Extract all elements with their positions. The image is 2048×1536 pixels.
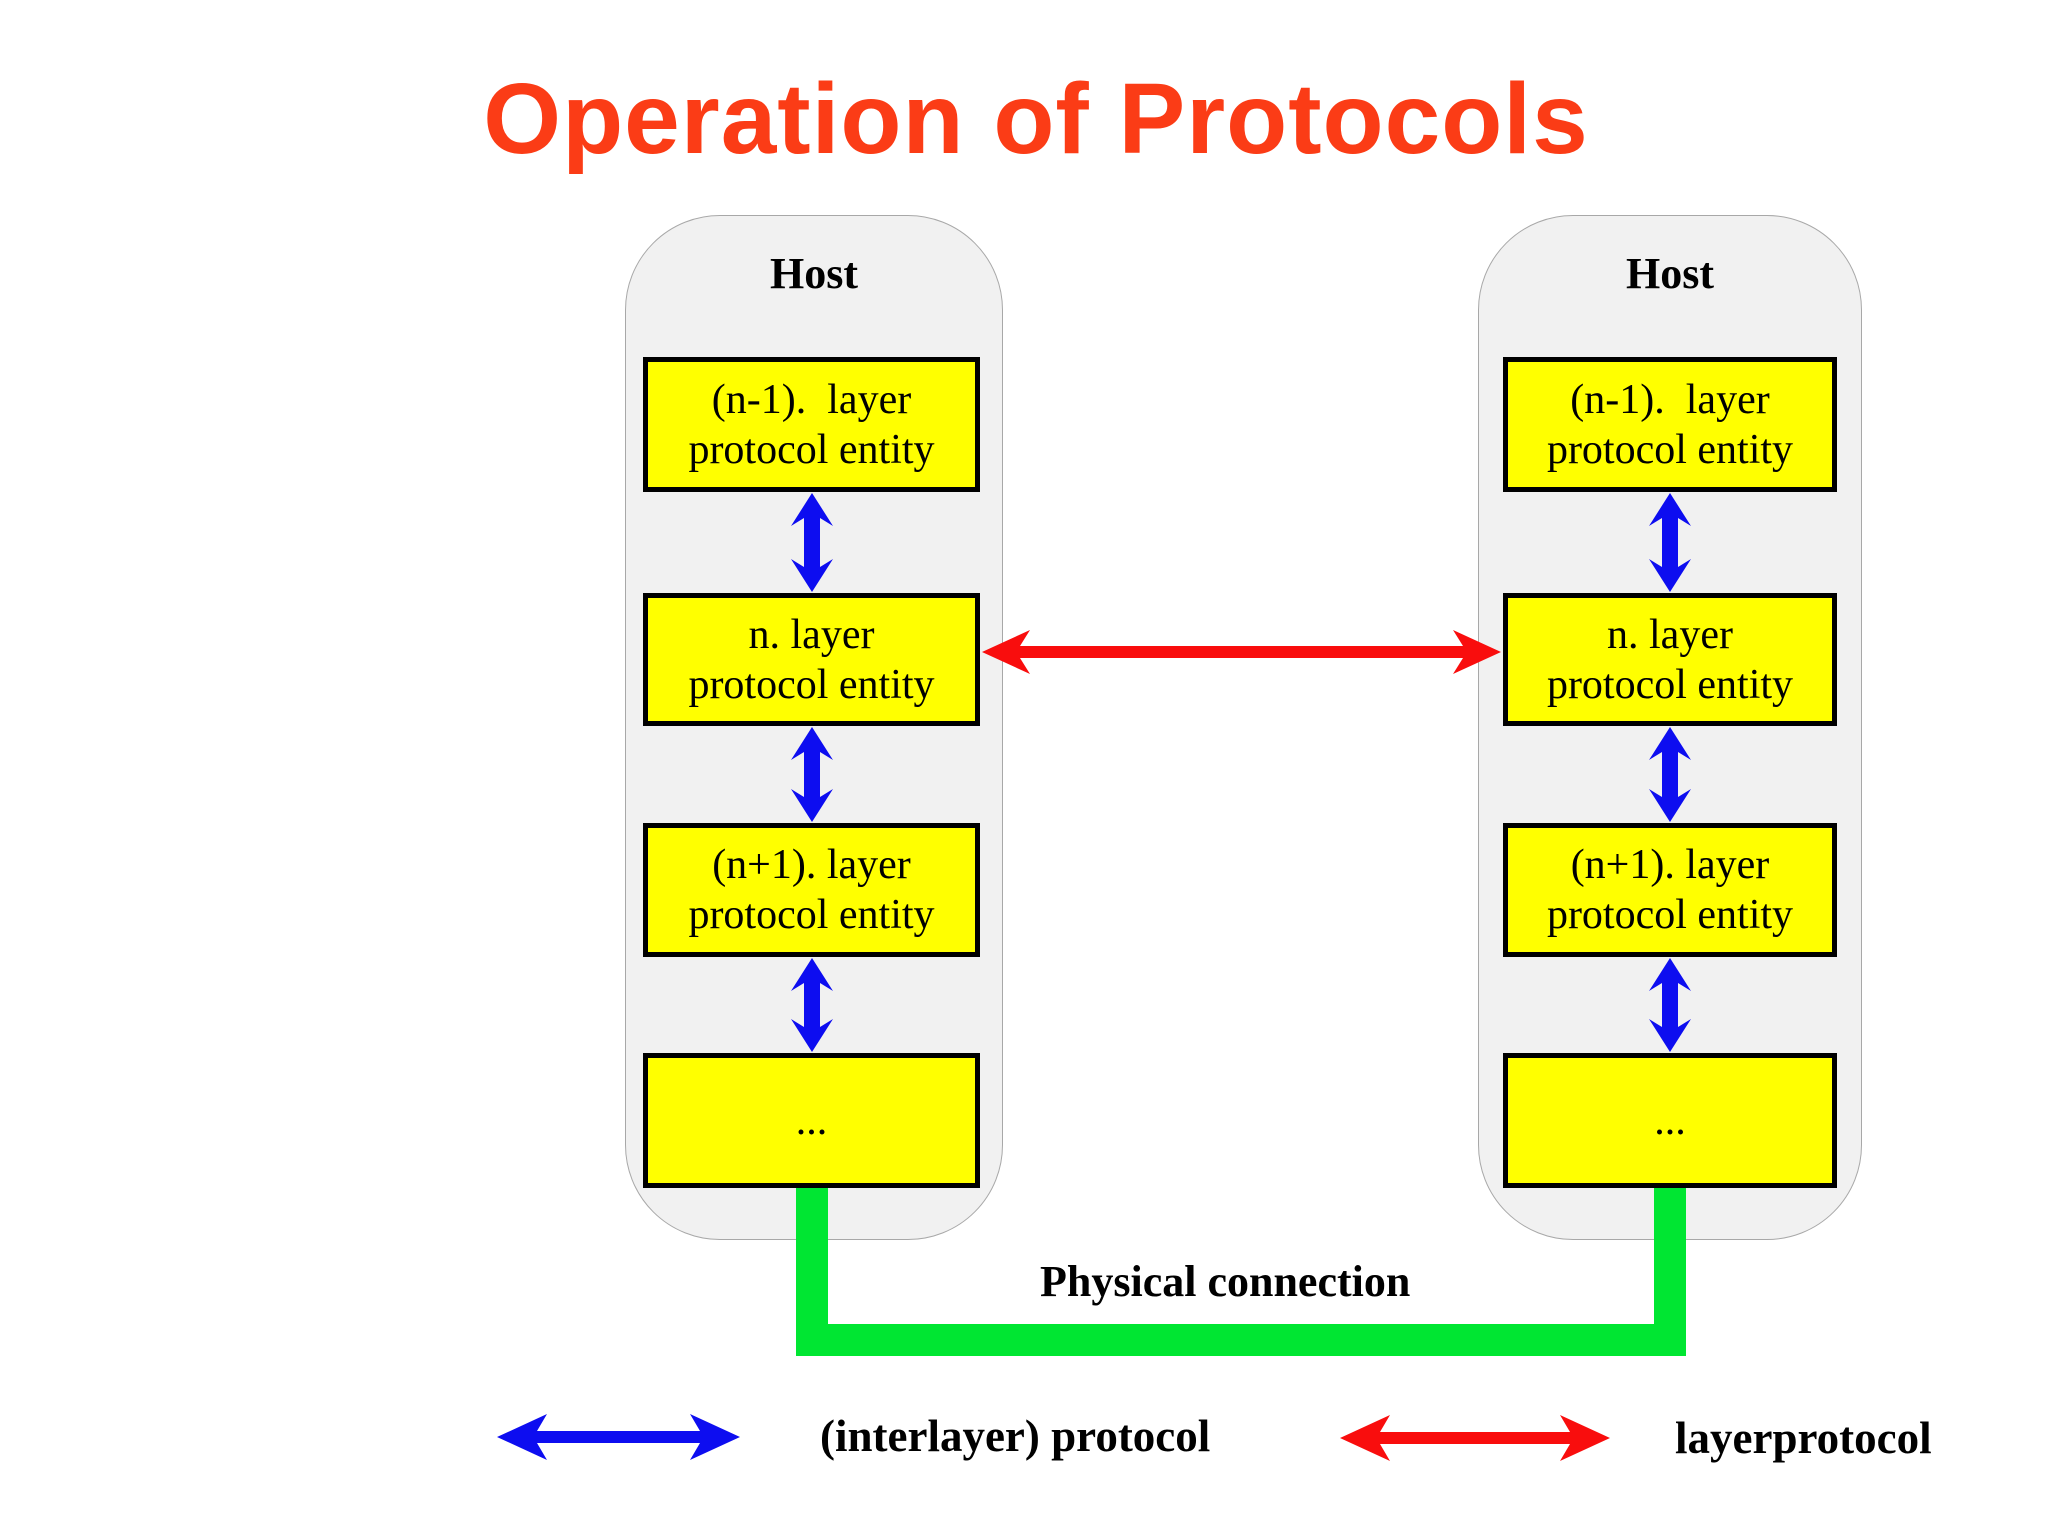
box-line: protocol entity xyxy=(688,661,935,708)
host-label-left: Host xyxy=(770,249,858,298)
box-line: ... xyxy=(1654,1097,1686,1144)
box-line: protocol entity xyxy=(688,892,935,938)
box-line: (n-1). layer xyxy=(1570,376,1770,423)
protocol-box-left-lower-layers: ... xyxy=(643,1053,980,1188)
legend-layer-arrow-icon xyxy=(1340,1415,1610,1461)
legend-interlayer-arrow-icon xyxy=(497,1414,740,1460)
protocol-box-right-lower-layers: ... xyxy=(1503,1053,1837,1188)
box-line: n. layer xyxy=(748,611,875,658)
legend-interlayer-label: (interlayer) protocol xyxy=(820,1411,1211,1461)
box-line: (n+1). layer xyxy=(1570,842,1770,888)
physical-connection-label: Physical connection xyxy=(1040,1257,1411,1306)
box-line: protocol entity xyxy=(1546,661,1794,708)
box-line: protocol entity xyxy=(1546,892,1794,938)
legend-layer-label: layerprotocol xyxy=(1675,1413,1932,1463)
box-line: (n+1). layer xyxy=(712,842,911,888)
box-line: ... xyxy=(795,1097,828,1144)
box-line: protocol entity xyxy=(688,426,935,473)
host-label-right: Host xyxy=(1626,249,1714,298)
box-line: (n-1). layer xyxy=(711,376,912,423)
box-line: n. layer xyxy=(1607,611,1733,658)
box-line: protocol entity xyxy=(1546,426,1794,473)
slide-title: Operation of Protocols xyxy=(483,63,1589,175)
layer-protocol-arrow xyxy=(982,630,1501,674)
